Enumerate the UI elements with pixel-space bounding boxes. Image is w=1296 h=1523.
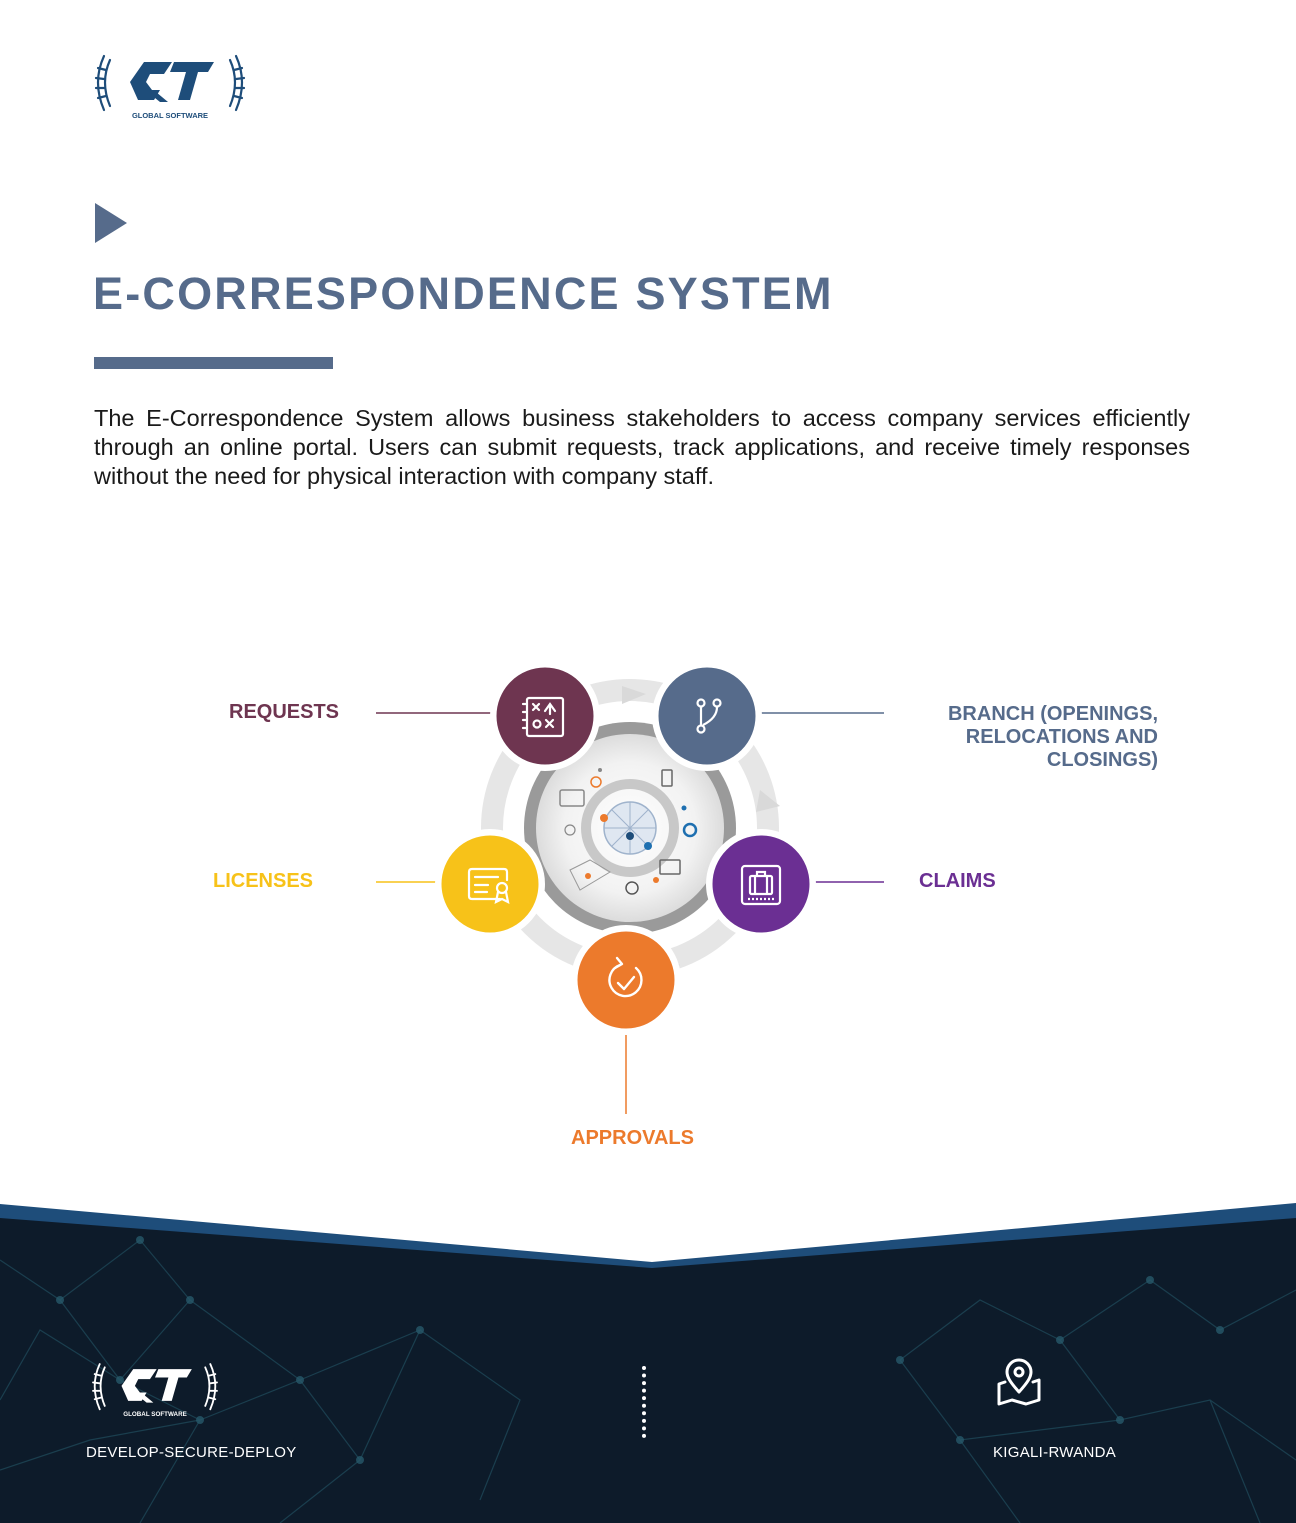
licenses-node: [435, 829, 545, 939]
branch-node: [652, 661, 762, 771]
footer-banner: [0, 1203, 1296, 1523]
certificate-icon: [467, 867, 510, 904]
requests-node: [490, 661, 600, 771]
licenses-label: LICENSES: [213, 870, 314, 892]
title-underline: [94, 357, 333, 369]
page-title: E-CORRESPONDENCE SYSTEM: [93, 268, 834, 319]
footer-tagline: DEVELOP-SECURE-DEPLOY: [86, 1444, 297, 1461]
approvals-node: [571, 925, 681, 1035]
company-logo: GLOBAL SOFTWARE: [94, 54, 246, 120]
approvals-label: APPROVALS: [571, 1127, 694, 1149]
services-diagram: [376, 661, 884, 1114]
git-branch-icon: [696, 698, 722, 734]
play-triangle-icon: [95, 203, 127, 243]
briefcase-icon: [740, 864, 782, 906]
footer-company-logo: GLOBAL SOFTWARE: [92, 1363, 218, 1418]
refresh-check-icon: [608, 956, 643, 998]
description-paragraph: The E-Correspondence System allows busin…: [94, 405, 1190, 489]
requests-label: REQUESTS: [229, 701, 340, 723]
logo-wordmark: GLOBAL SOFTWARE: [132, 111, 208, 120]
claims-node: [706, 829, 816, 939]
footer-location: KIGALI-RWANDA: [993, 1444, 1117, 1461]
checklist-icon: [521, 696, 565, 738]
network-graphic-details: [559, 768, 698, 895]
claims-label: CLAIMS: [919, 870, 996, 892]
footer-dotted-divider: [642, 1366, 646, 1438]
map-pin-icon: [997, 1358, 1041, 1406]
footer-logo-wordmark: GLOBAL SOFTWARE: [123, 1411, 187, 1418]
branch-label: BRANCH (OPENINGS, RELOCATIONS AND CLOSIN…: [947, 703, 1158, 771]
